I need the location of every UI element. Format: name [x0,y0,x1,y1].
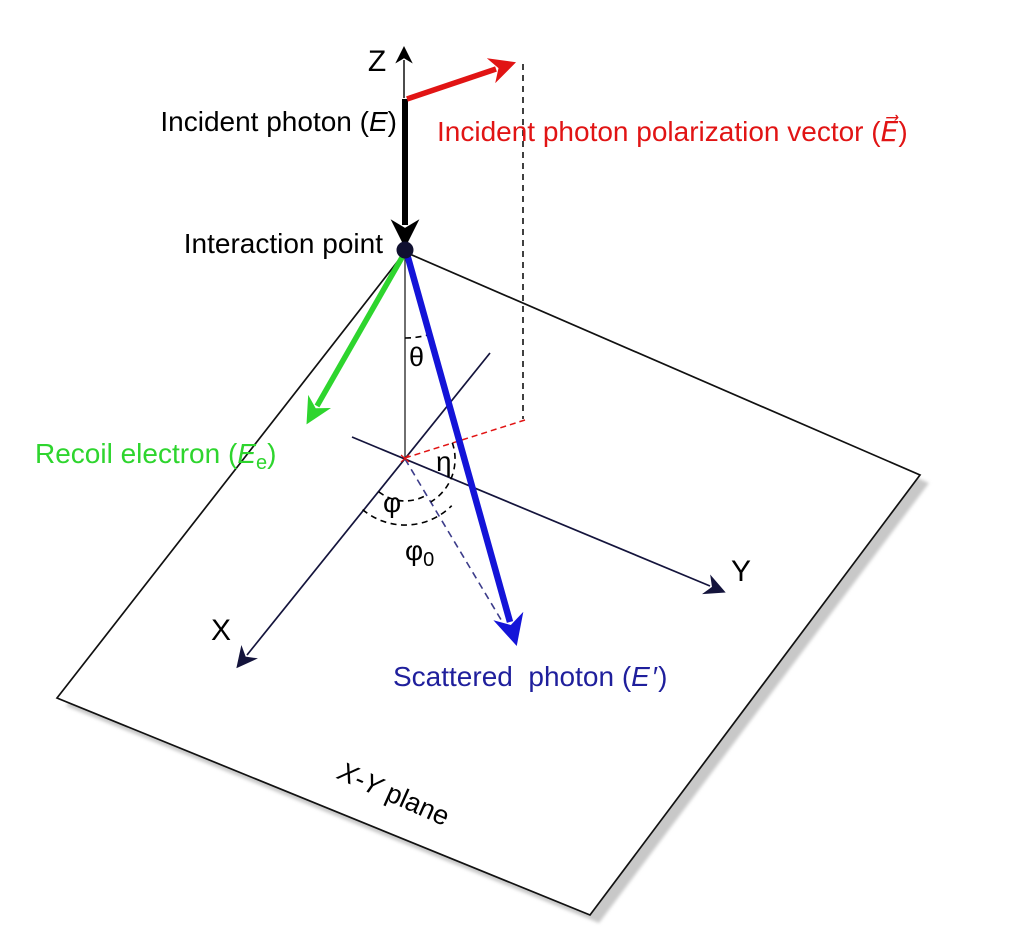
incident-photon-label: Incident photon (E) [160,106,397,137]
polarization-projection-dashed-line [404,419,526,459]
polarization-label: Incident photon polarization vector (E⃗) [437,114,908,147]
phi-angle-arc [378,490,428,502]
polarization-vector-arrow [406,58,517,102]
y-axis-label: Y [731,555,751,588]
y-axis-line [351,436,726,595]
scattered-photon-label: Scattered photon (E′) [393,661,667,692]
z-axis-label: Z [368,45,386,78]
eta-angle-arc [430,442,456,503]
recoil-electron-arrow [306,252,407,425]
phi-angle-label: φ [383,487,401,518]
phi0-angle-label: φ0 [405,535,434,571]
x-axis-label: X [211,614,231,647]
theta-angle-label: θ [409,342,424,372]
interaction-point-label: Interaction point [184,228,383,259]
eta-angle-label: η [436,446,452,477]
origin-marker [400,454,410,463]
xy-plane-surface [55,250,922,917]
scattered-projection-dashed-line [404,458,504,624]
recoil-electron-label: Recoil electron (Ee) [35,438,276,474]
phi0-angle-arc [362,505,453,526]
interaction-point-dot [396,241,414,259]
scattered-photon-arrow [403,253,524,647]
